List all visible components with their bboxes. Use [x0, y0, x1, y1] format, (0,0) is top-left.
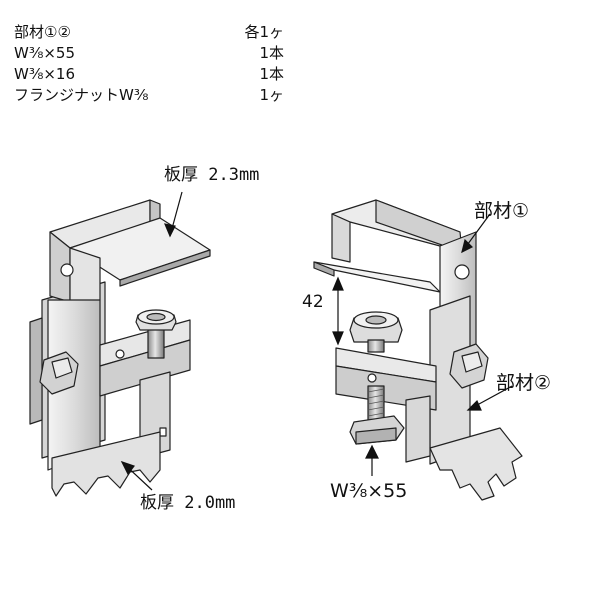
part-name: W³⁄₈×16: [14, 65, 76, 83]
callout-thickness-top: 板厚 2.3mm: [164, 165, 260, 185]
parts-row: W³⁄₈×16 1本: [14, 64, 284, 85]
arrowhead-icon: [332, 331, 344, 346]
dimension-label: 42: [302, 292, 324, 312]
parts-list: 部材①② 各1ヶ W³⁄₈×55 1本 W³⁄₈×16 1本 フランジナットW³…: [14, 22, 284, 106]
right-clamp: [313, 199, 523, 501]
leader-lines: [120, 191, 513, 491]
part-qty: 1本: [259, 65, 284, 83]
left-clamp: [29, 199, 211, 497]
parts-row: 部材①② 各1ヶ: [14, 22, 284, 43]
part-qty: 1ヶ: [259, 86, 284, 104]
part-qty: 各1ヶ: [244, 23, 284, 41]
part-qty: 1本: [259, 44, 284, 62]
parts-row: W³⁄₈×55 1本: [14, 43, 284, 64]
part-name: 部材①②: [14, 23, 71, 41]
callout-part1: 部材①: [474, 200, 530, 222]
arrowhead-icon: [164, 223, 176, 238]
arrowhead-icon: [461, 238, 474, 254]
arrowhead-icon: [120, 460, 135, 476]
part-name: W³⁄₈×55: [14, 44, 76, 62]
callout-thickness-bottom: 板厚 2.0mm: [140, 493, 236, 513]
parts-row: フランジナットW³⁄₈ 1ヶ: [14, 85, 284, 106]
callout-bolt: W³⁄₈×55: [330, 480, 408, 502]
arrowhead-icon: [466, 399, 482, 411]
part-name: フランジナットW³⁄₈: [14, 86, 149, 104]
arrowhead-icon: [332, 276, 344, 291]
callout-part2: 部材②: [496, 372, 552, 394]
arrowhead-icon: [365, 444, 379, 459]
